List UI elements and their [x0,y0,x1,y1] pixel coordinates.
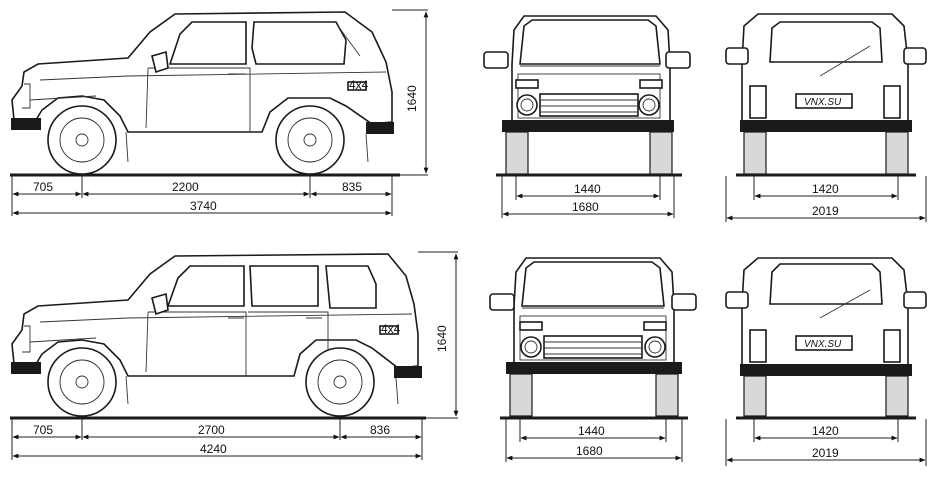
rear-width-label: 2019 [812,204,839,218]
side-view-3door-dimensions: 1640 705 2200 835 3740 [11,9,429,216]
plate-text: VNX.SU [804,97,842,108]
side-view-3door: 4x4 [10,11,400,177]
rear-width-label: 2019 [812,446,839,460]
front-overhang-label: 705 [33,180,53,194]
side-view-5door: 4x4 [10,253,426,420]
height-label: 1640 [435,325,449,352]
front-width-label: 1680 [576,444,603,458]
badge-text: 4x4 [381,322,401,336]
rear-view-5door: VNX.SU [725,257,927,420]
front-view-5door-dimensions: 1440 1680 [505,419,683,462]
front-view-5door [489,257,697,420]
front-width-label: 1680 [572,200,599,214]
wheelbase-label: 2200 [172,180,199,194]
rear-overhang-label: 835 [342,180,362,194]
rear-track-label: 1420 [812,424,839,438]
rear-view-3door: VNX.SU [725,13,927,177]
front-overhang-label: 705 [33,423,53,437]
plate-text: VNX.SU [804,339,842,350]
rear-track-label: 1420 [812,182,839,196]
length-label: 3740 [190,199,217,213]
height-label: 1640 [405,85,419,112]
length-label: 4240 [200,442,227,456]
front-track-label: 1440 [574,182,601,196]
front-track-label: 1440 [578,424,605,438]
side-view-5door-dimensions: 1640 705 2700 836 4240 [11,251,459,460]
wheelbase-label: 2700 [198,423,225,437]
front-view-3door-dimensions: 1440 1680 [501,176,675,218]
rear-view-3door-dimensions: 1420 2019 [725,176,927,222]
rear-overhang-label: 836 [370,423,390,437]
front-view-3door [483,15,691,177]
badge-text: 4x4 [349,78,369,92]
rear-view-5door-dimensions: 1420 2019 [725,419,927,466]
